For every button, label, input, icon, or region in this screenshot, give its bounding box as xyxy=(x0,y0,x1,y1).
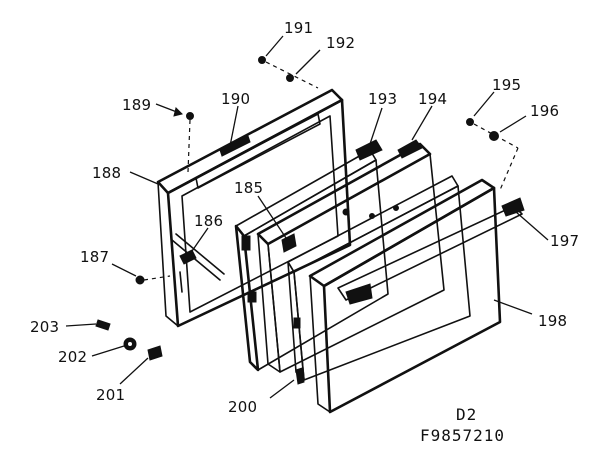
leader-lines xyxy=(65,35,549,399)
screw-192-icon xyxy=(286,74,294,82)
label-187: 187 xyxy=(80,248,109,266)
drawing-code-line-2: F9857210 xyxy=(420,426,505,445)
screw-195-icon xyxy=(466,118,474,126)
label-198: 198 xyxy=(538,312,567,330)
label-201: 201 xyxy=(96,386,125,404)
label-188: 188 xyxy=(92,164,121,182)
washer-196-icon xyxy=(489,131,499,141)
bracket-200-icon xyxy=(295,367,305,385)
inner-door-liner xyxy=(156,88,352,328)
label-185: 185 xyxy=(234,179,263,197)
label-202: 202 xyxy=(58,348,87,366)
label-192: 192 xyxy=(326,34,355,52)
screw-203-icon xyxy=(95,319,111,331)
label-191: 191 xyxy=(284,19,313,37)
screw-189-icon xyxy=(186,112,194,120)
clip-187-icon xyxy=(135,275,145,285)
bushing-201-icon xyxy=(147,345,163,361)
label-197: 197 xyxy=(550,232,579,250)
drawing-code: D2 F9857210 xyxy=(420,405,505,445)
label-196: 196 xyxy=(530,102,559,120)
label-193: 193 xyxy=(368,90,397,108)
screw-191-icon xyxy=(258,56,266,64)
label-186: 186 xyxy=(194,212,223,230)
label-200: 200 xyxy=(228,398,257,416)
label-195: 195 xyxy=(492,76,521,94)
label-189: 189 xyxy=(122,96,151,114)
part-labels: 188 189 190 191 192 193 194 195 196 197 … xyxy=(30,19,579,416)
drawing-code-line-1: D2 xyxy=(456,405,477,424)
insulation-frame xyxy=(234,139,389,372)
middle-panel xyxy=(256,139,445,373)
small-parts xyxy=(95,56,519,385)
label-203: 203 xyxy=(30,318,59,336)
label-194: 194 xyxy=(418,90,447,108)
outer-door-panel xyxy=(308,178,525,414)
label-190: 190 xyxy=(221,90,250,108)
